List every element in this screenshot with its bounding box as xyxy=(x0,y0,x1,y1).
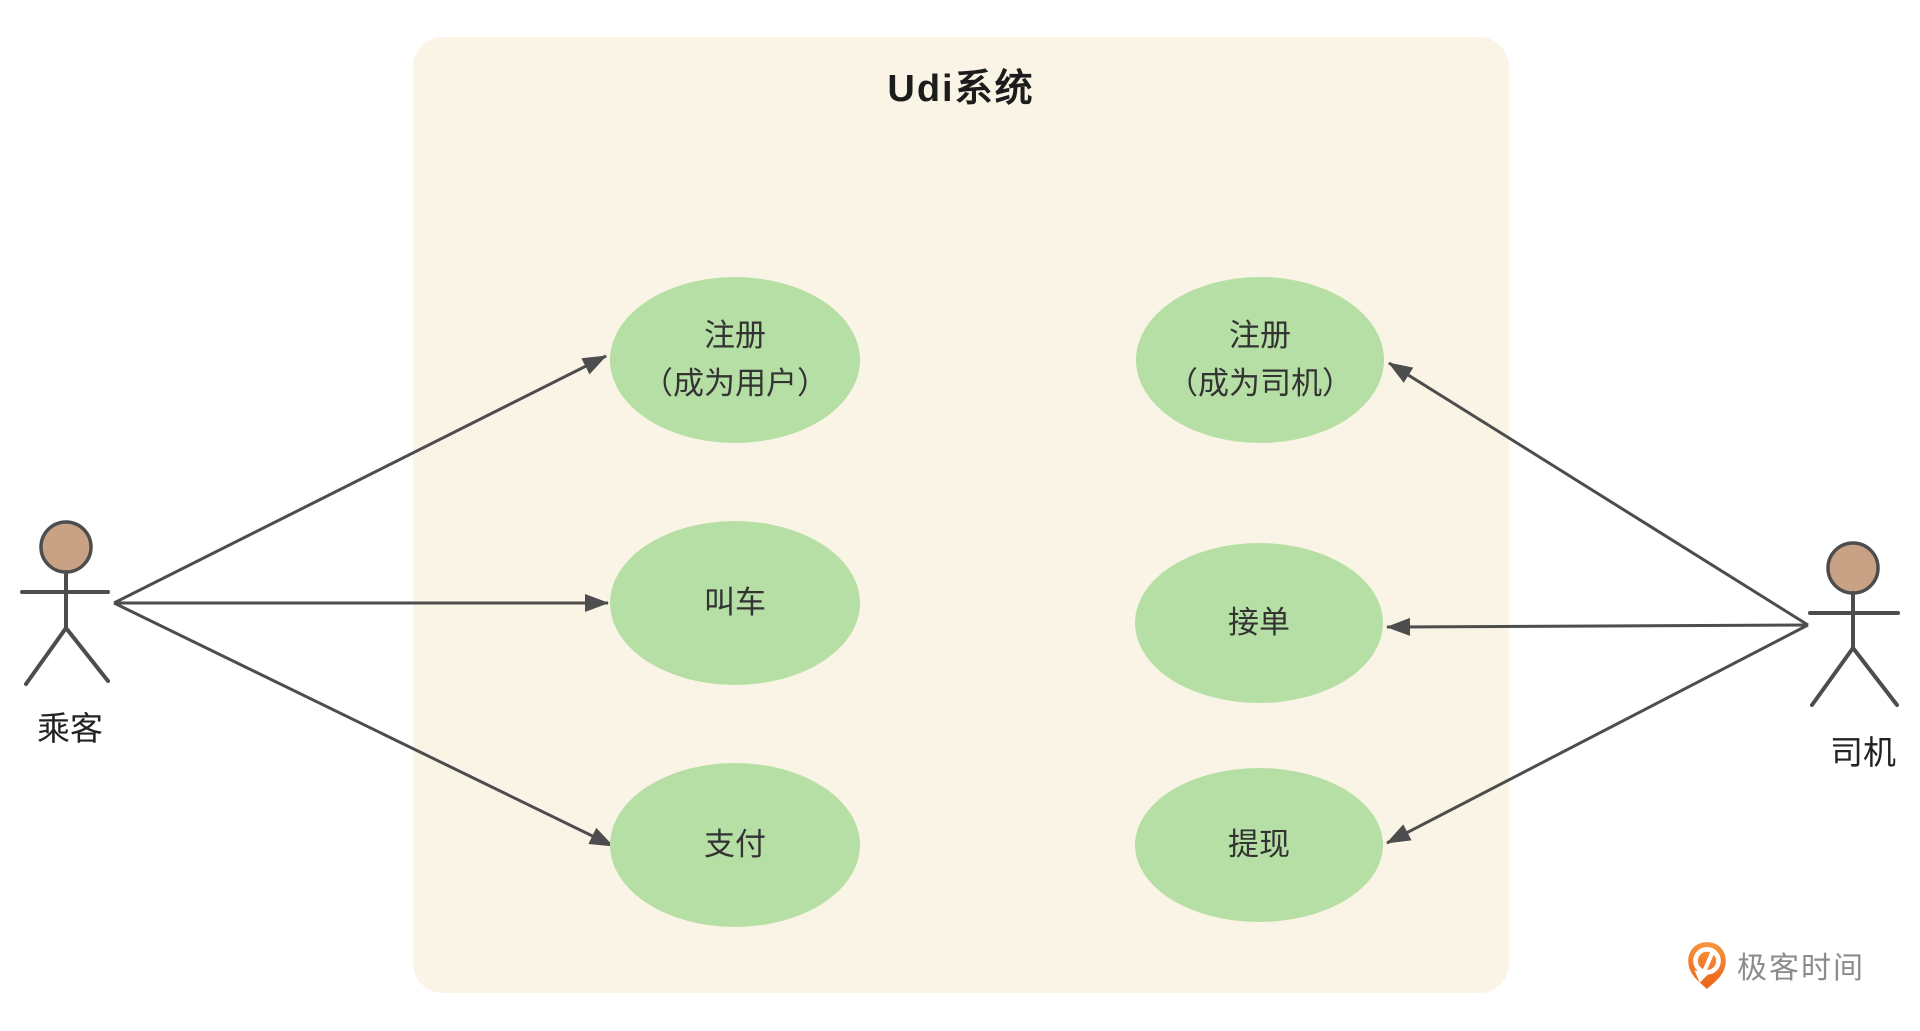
passenger-head xyxy=(39,520,93,574)
usecase-pay: 支付 xyxy=(610,763,860,927)
driver-head xyxy=(1826,541,1880,595)
geektime-logo-text: 极客时间 xyxy=(1737,952,1865,985)
actor-passenger-label: 乘客 xyxy=(37,710,103,747)
usecase-label: 注册 xyxy=(1229,317,1291,353)
usecase-register-user: 注册 （成为用户） xyxy=(610,277,860,443)
usecase-withdraw: 提现 xyxy=(1135,768,1383,922)
passenger-stick-figure-icon xyxy=(20,520,110,686)
actor-driver-label: 司机 xyxy=(1830,734,1896,771)
usecase-call-car: 叫车 xyxy=(610,521,860,685)
usecase-label: 注册 xyxy=(704,317,766,353)
usecase-label: 接单 xyxy=(1228,604,1290,640)
usecase-register-driver: 注册 （成为司机） xyxy=(1136,277,1384,443)
association-arrow-driver-withdraw xyxy=(1386,623,1809,845)
driver-stick-figure-icon xyxy=(1808,541,1900,707)
association-arrow-passenger-pay xyxy=(113,601,614,848)
usecase-accept-order: 接单 xyxy=(1135,543,1383,703)
geektime-pin-icon xyxy=(1688,942,1726,989)
usecase-sublabel: （成为用户） xyxy=(642,366,828,401)
usecase-sublabel: （成为司机） xyxy=(1167,366,1353,401)
usecase-label: 叫车 xyxy=(704,584,766,620)
usecase-label: 支付 xyxy=(704,826,766,862)
diagram-title: Udi系统 xyxy=(887,68,1035,110)
association-arrow-passenger-register xyxy=(113,354,607,605)
usecase-label: 提现 xyxy=(1228,826,1290,862)
association-arrow-driver-accept-order xyxy=(1386,617,1809,636)
driver-associations xyxy=(1386,361,1809,845)
geektime-logo: 极客时间 xyxy=(1686,940,1865,990)
association-arrow-driver-register xyxy=(1388,361,1809,627)
passenger-associations xyxy=(113,354,614,848)
